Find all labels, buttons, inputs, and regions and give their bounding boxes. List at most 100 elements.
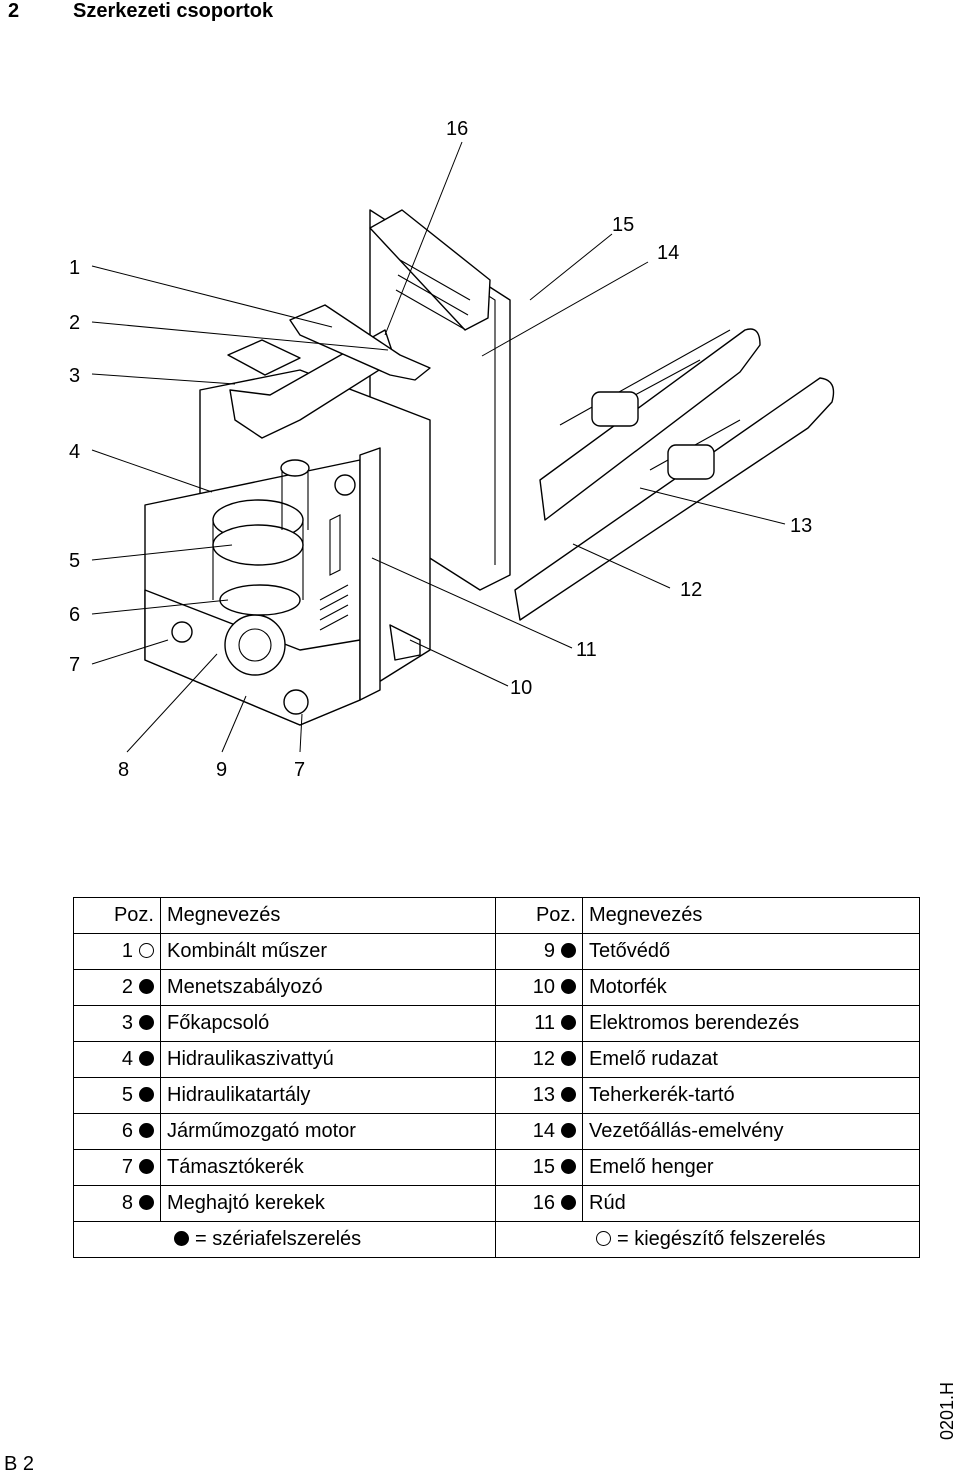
- name-cell: Teherkerék-tartó: [582, 1077, 920, 1114]
- pos-cell: 2: [73, 969, 161, 1006]
- pos-number: 13: [532, 1084, 555, 1106]
- standard-icon: [561, 1123, 576, 1138]
- name-cell: Rúd: [582, 1185, 920, 1222]
- pos-cell: 14: [495, 1113, 583, 1150]
- table-row: 3 Főkapcsoló 11 Elektromos berendezés: [73, 1005, 920, 1042]
- section-title: Szerkezeti csoportok: [73, 0, 274, 22]
- callout-6: 6: [69, 604, 80, 626]
- pos-number: 15: [532, 1156, 555, 1178]
- table-row: 4 Hidraulikaszivattyú 12 Emelő rudazat: [73, 1041, 920, 1078]
- name-cell: Emelő rudazat: [582, 1041, 920, 1078]
- pos-cell: 16: [495, 1185, 583, 1222]
- pos-number: 5: [121, 1084, 133, 1106]
- pos-number: 7: [121, 1156, 133, 1178]
- pos-cell: 3: [73, 1005, 161, 1042]
- section-number: 2: [8, 0, 20, 22]
- legend-table: Poz. Megnevezés Poz. Megnevezés 1 Kombin…: [73, 897, 920, 1258]
- name-cell: Járműmozgató motor: [160, 1113, 496, 1150]
- header-name-right: Megnevezés: [582, 897, 920, 934]
- callout-15: 15: [612, 214, 634, 236]
- pos-cell: 9: [495, 933, 583, 970]
- standard-icon: [561, 979, 576, 994]
- pos-cell: 13: [495, 1077, 583, 1114]
- name-cell: Elektromos berendezés: [582, 1005, 920, 1042]
- name-cell: Motorfék: [582, 969, 920, 1006]
- pos-cell: 15: [495, 1149, 583, 1186]
- name-cell: Emelő henger: [582, 1149, 920, 1186]
- legend-footer-row: = szériafelszerelés = kiegészítő felszer…: [73, 1221, 920, 1258]
- table-row: 1 Kombinált műszer 9 Tetővédő: [73, 933, 920, 970]
- page-number: B 2: [4, 1453, 35, 1475]
- name-cell: Kombinált műszer: [160, 933, 496, 970]
- callout-10: 10: [510, 677, 532, 699]
- legend-header-row: Poz. Megnevezés Poz. Megnevezés: [73, 897, 920, 934]
- name-cell: Tetővédő: [582, 933, 920, 970]
- callout-5: 5: [69, 550, 80, 572]
- optional-key: = kiegészítő felszerelés: [495, 1221, 920, 1258]
- optional-icon: [139, 943, 154, 958]
- pos-number: 6: [121, 1120, 133, 1142]
- standard-icon: [139, 1087, 154, 1102]
- standard-icon: [139, 1123, 154, 1138]
- name-cell: Vezetőállás-emelvény: [582, 1113, 920, 1150]
- callout-7b: 7: [294, 759, 305, 781]
- table-row: 7 Támasztókerék 15 Emelő henger: [73, 1149, 920, 1186]
- callout-4: 4: [69, 441, 80, 463]
- callout-12: 12: [680, 579, 702, 601]
- pos-number: 9: [543, 940, 555, 962]
- document-code: 0201.H: [937, 1381, 957, 1440]
- pos-cell: 12: [495, 1041, 583, 1078]
- pos-cell: 7: [73, 1149, 161, 1186]
- pos-number: 2: [121, 976, 133, 998]
- name-cell: Hidraulikatartály: [160, 1077, 496, 1114]
- callout-8: 8: [118, 759, 129, 781]
- name-cell: Menetszabályozó: [160, 969, 496, 1006]
- callout-9: 9: [216, 759, 227, 781]
- header-name-left: Megnevezés: [160, 897, 496, 934]
- pos-cell: 10: [495, 969, 583, 1006]
- pos-cell: 1: [73, 933, 161, 970]
- header-pos-left: Poz.: [73, 897, 161, 934]
- name-cell: Meghajtó kerekek: [160, 1185, 496, 1222]
- pos-number: 11: [534, 1012, 555, 1034]
- pos-number: 4: [121, 1048, 133, 1070]
- standard-icon: [561, 1195, 576, 1210]
- standard-icon: [139, 1159, 154, 1174]
- pos-cell: 4: [73, 1041, 161, 1078]
- standard-icon: [561, 1159, 576, 1174]
- pos-number: 14: [532, 1120, 555, 1142]
- leader-lines: [91, 141, 786, 753]
- name-cell: Támasztókerék: [160, 1149, 496, 1186]
- pos-cell: 11: [495, 1005, 583, 1042]
- pos-cell: 8: [73, 1185, 161, 1222]
- header-pos-right: Poz.: [495, 897, 583, 934]
- standard-icon: [139, 1015, 154, 1030]
- optional-icon: [596, 1231, 611, 1246]
- truck-drawing: 16 15 14 1 2 3 4 5 6 7 13 12 11 10 8 9 7: [69, 118, 835, 781]
- callout-7: 7: [69, 654, 80, 676]
- pos-cell: 5: [73, 1077, 161, 1114]
- name-cell: Főkapcsoló: [160, 1005, 496, 1042]
- standard-icon: [561, 1087, 576, 1102]
- standard-icon: [561, 1015, 576, 1030]
- pos-number: 10: [532, 976, 555, 998]
- standard-icon: [561, 943, 576, 958]
- callout-3: 3: [69, 365, 80, 387]
- standard-key: = szériafelszerelés: [73, 1221, 496, 1258]
- standard-icon: [174, 1231, 189, 1246]
- standard-icon: [139, 1195, 154, 1210]
- drawing-body: [144, 209, 835, 726]
- standard-icon: [139, 1051, 154, 1066]
- table-row: 8 Meghajtó kerekek 16 Rúd: [73, 1185, 920, 1222]
- callout-2: 2: [69, 312, 80, 334]
- pos-number: 16: [532, 1192, 555, 1214]
- callout-16: 16: [446, 118, 468, 140]
- pos-number: 8: [121, 1192, 133, 1214]
- callout-labels: 16 15 14 1 2 3 4 5 6 7 13 12 11 10 8 9 7: [69, 118, 812, 781]
- pos-number: 1: [121, 940, 133, 962]
- standard-icon: [139, 979, 154, 994]
- standard-icon: [561, 1051, 576, 1066]
- table-row: 6 Járműmozgató motor 14 Vezetőállás-emel…: [73, 1113, 920, 1150]
- table-row: 5 Hidraulikatartály 13 Teherkerék-tartó: [73, 1077, 920, 1114]
- pos-cell: 6: [73, 1113, 161, 1150]
